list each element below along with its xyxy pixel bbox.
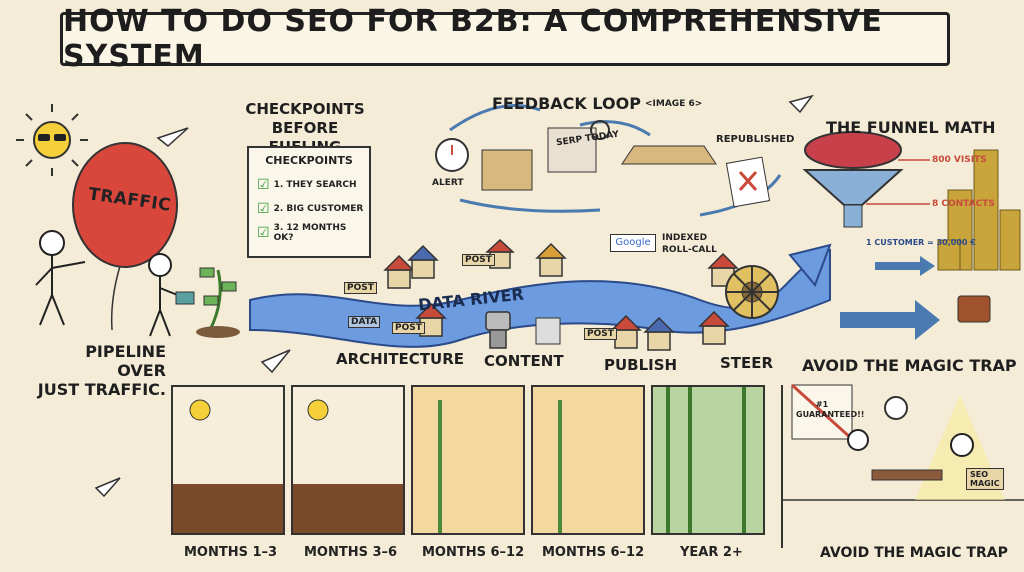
- post-sign: POST: [392, 322, 425, 334]
- google-logo: Google: [610, 234, 656, 252]
- traffic-balloon: [72, 142, 178, 331]
- checkpoints-card-title: CHECKPOINTS: [265, 154, 353, 167]
- robot-icon: [485, 311, 511, 349]
- arrow-icon: [840, 300, 940, 340]
- check-icon: ☑: [257, 177, 270, 193]
- timeline-art: [172, 386, 764, 534]
- pipeline-caption: PIPELINE OVER JUST TRAFFIC.: [37, 342, 166, 399]
- post-sign: POST: [584, 328, 617, 340]
- timeline-panel: [411, 385, 525, 535]
- table-icon: [621, 145, 717, 165]
- check-icon: ☑: [257, 225, 270, 241]
- watering-can-icon: [175, 291, 195, 305]
- check-icon: ☑: [257, 201, 270, 217]
- loop-arrow: [449, 104, 541, 132]
- timeline-label: MONTHS 6–12: [542, 545, 645, 560]
- funnel-contacts: 8 CONTACTS: [932, 199, 995, 209]
- money-plant-icon: [196, 267, 240, 338]
- timeline-panel: [291, 385, 405, 535]
- feedback-loop-title: FEEDBACK LOOP: [492, 94, 641, 113]
- indexed-label: INDEXED ROLL-CALL: [662, 233, 717, 255]
- arrow-icon: [875, 256, 935, 276]
- timeline-panel: [531, 385, 645, 535]
- seo-magic-label: SEO MAGIC: [966, 468, 1004, 490]
- post-sign: POST: [462, 254, 495, 266]
- stage-publish: PUBLISH: [604, 356, 678, 374]
- timeline-label: MONTHS 6–12: [422, 545, 525, 560]
- checkpoint-item: ☑ 3. 12 MONTHS OK?: [257, 223, 347, 243]
- magic-trap-caption: AVOID THE MAGIC TRAP: [820, 545, 1008, 561]
- post-sign: POST: [344, 282, 377, 294]
- calculator-icon: [535, 317, 561, 345]
- funnel-visits: 800 VISITS: [932, 155, 987, 165]
- feedback-loop-note: <IMAGE 6>: [645, 99, 703, 109]
- loop-arrow: [579, 120, 651, 137]
- guaranteed-label: #1 GUARANTEED!!: [796, 400, 865, 419]
- magic-trap-title: AVOID THE MAGIC TRAP: [802, 356, 1017, 375]
- desk-icon: [871, 469, 943, 481]
- wall-clock-icon: [884, 396, 908, 420]
- checkpoint-item: ☑ 2. BIG CUSTOMER: [257, 201, 364, 217]
- desk-icon: [481, 149, 533, 191]
- sun-icon: [16, 104, 88, 176]
- checkpoints-card: CHECKPOINTS ☑ 1. THEY SEARCH ☑ 2. BIG CU…: [247, 146, 371, 258]
- stage-steer: STEER: [720, 354, 774, 372]
- briefcase-icon: [957, 295, 991, 323]
- timeline-panel: [651, 385, 765, 535]
- alarm-clock-icon: [435, 138, 469, 172]
- loop-arrow: [459, 198, 601, 213]
- newspaper-icon: [547, 127, 597, 173]
- checkpoint-item: ☑ 1. THEY SEARCH: [257, 177, 357, 193]
- funnel-icon: [802, 131, 904, 228]
- river-arrow: [788, 243, 832, 287]
- house-icon: [383, 238, 739, 351]
- data-boat: DATA: [348, 316, 381, 328]
- ship-wheel-icon: [725, 265, 779, 319]
- timeline-panel: [171, 385, 285, 535]
- coin-stack-icon: [937, 149, 1021, 271]
- paper-plane-icon: [94, 94, 814, 498]
- stick-figure: [35, 230, 181, 337]
- alert-label: ALERT: [432, 178, 464, 188]
- stage-architecture: ARCHITECTURE: [336, 350, 464, 368]
- stage-content: CONTENT: [484, 352, 564, 370]
- timeline-label: YEAR 2+: [680, 545, 743, 560]
- funnel-title: THE FUNNEL MATH: [826, 118, 996, 137]
- timeline-label: MONTHS 1–3: [184, 545, 278, 560]
- timeline-label: MONTHS 3–6: [304, 545, 398, 560]
- funnel-customer: 1 CUSTOMER = 30,000 €: [866, 238, 976, 247]
- republished-label: REPUBLISHED: [716, 134, 795, 145]
- magnifier-icon: [590, 120, 610, 140]
